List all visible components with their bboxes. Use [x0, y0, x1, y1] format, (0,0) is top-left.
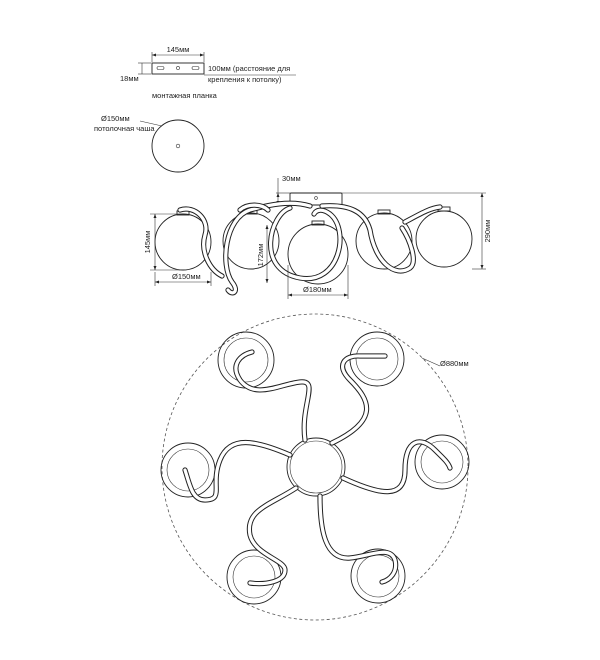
hole-spacing-note-2: крепления к потолку)	[208, 75, 282, 84]
top-canopy-outer	[286, 437, 346, 497]
center-diameter-label: Ø180мм	[303, 285, 332, 294]
shade-height-label: 145мм	[143, 231, 152, 254]
side-arms	[177, 200, 443, 296]
total-height-label: 290мм	[483, 220, 492, 243]
side-canopy	[289, 192, 343, 206]
top-shade-4	[414, 434, 470, 490]
plate-slot-left	[156, 66, 165, 70]
overall-diameter-label: Ø880мм	[440, 359, 469, 368]
top-shades	[160, 331, 470, 605]
top-arms	[182, 349, 453, 587]
plate-slot-right	[191, 66, 200, 70]
top-shade-3	[160, 442, 216, 498]
center-height-label: 172мм	[256, 244, 265, 267]
ceiling-cup	[151, 119, 205, 173]
mounting-plate	[151, 62, 205, 75]
shade-diameter-label: Ø150мм	[172, 272, 201, 281]
side-globe-3	[287, 223, 349, 285]
mounting-plate-caption: монтажная планка	[152, 91, 218, 100]
overall-diameter-circle	[161, 313, 469, 621]
top-shade-1	[217, 331, 275, 389]
top-offset-label: 30мм	[282, 174, 301, 183]
ceiling-cup-view: Ø150мм потолочная чаша	[94, 114, 205, 173]
ceiling-cup-center	[175, 143, 181, 149]
mounting-plate-view: 145мм 18мм 100мм (расстояние для креплен…	[120, 45, 296, 100]
plate-height-label: 18мм	[120, 74, 139, 83]
top-shade-6	[350, 548, 406, 604]
side-globe-5	[415, 210, 473, 268]
side-view: 30мм 145	[143, 174, 492, 299]
top-canopy-inner	[289, 440, 343, 494]
side-globe-4	[355, 212, 413, 270]
ceiling-cup-caption: потолочная чаша	[94, 124, 155, 133]
top-shade-2	[349, 331, 405, 387]
side-globe-2	[222, 212, 280, 270]
plate-hole-center	[176, 66, 180, 70]
plate-width-label: 145мм	[167, 45, 190, 54]
ceiling-cup-diameter-label: Ø150мм	[101, 114, 130, 123]
top-view: Ø880мм	[160, 313, 470, 621]
hole-spacing-note-1: 100мм (расстояние для	[208, 64, 290, 73]
